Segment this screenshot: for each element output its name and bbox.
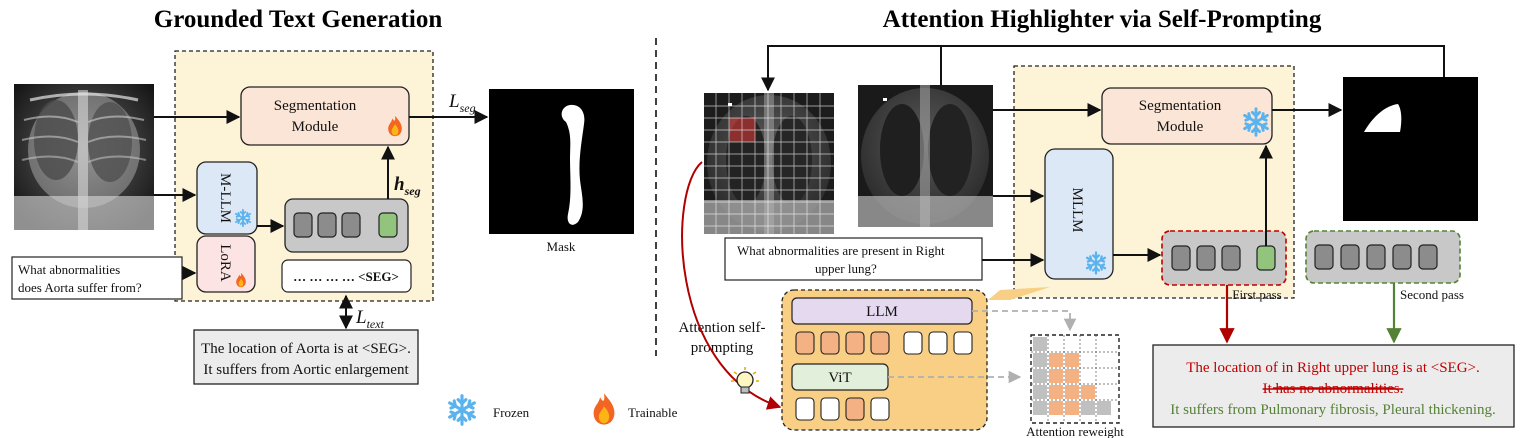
token-gray — [1392, 244, 1412, 270]
second-pass-label: Second pass — [1400, 287, 1464, 302]
token-gray — [1340, 244, 1360, 270]
answer-box-right — [1152, 344, 1515, 428]
first-pass-label: First pass — [1232, 287, 1281, 302]
segmentation-module-right — [1101, 87, 1273, 145]
question-box-right — [724, 237, 983, 281]
legend-trainable-label: Trainable — [628, 405, 678, 420]
segmentation-module-left-line2: Module — [292, 119, 339, 135]
chest-xray-gridded — [704, 93, 834, 234]
h-seg-label: hseg — [394, 174, 421, 198]
mask-output-right — [1343, 77, 1478, 221]
mask-output-left — [489, 89, 634, 234]
token-orange — [820, 331, 840, 355]
token-white — [953, 331, 973, 355]
attention-arrows — [888, 310, 1077, 384]
token-white — [820, 397, 840, 421]
token-gray — [1418, 244, 1438, 270]
mllm-box-right — [1044, 148, 1114, 280]
answer-box-left — [193, 329, 419, 385]
right-arrows — [982, 103, 1343, 267]
token-white — [795, 397, 815, 421]
chest-xray-input-right — [858, 85, 993, 227]
segmentation-module-left — [240, 86, 410, 146]
mllm-box-left — [196, 161, 258, 235]
flame-icon — [593, 393, 615, 425]
mllm-label-left: M-LLM — [217, 173, 233, 223]
answer-right-line2: It has no abnormalities. — [1263, 381, 1404, 397]
attention-reweight-label: Attention reweight — [1026, 424, 1124, 438]
segmentation-module-left-line1: Segmentation — [274, 98, 357, 114]
token-orange — [845, 397, 865, 421]
feedback-loop — [761, 45, 1445, 92]
token-gray — [1196, 245, 1216, 271]
question-right-line2: upper lung? — [815, 261, 877, 276]
attention-callout — [781, 289, 988, 431]
token-orange — [845, 331, 865, 355]
legend-frozen-label: Frozen — [493, 405, 530, 420]
l-text-label: Ltext — [355, 307, 385, 331]
question-right-line1: What abnormalities are present in Right — [737, 243, 945, 258]
token-gray — [1366, 244, 1386, 270]
right-panel-title: Attention Highlighter via Self-Prompting — [883, 6, 1322, 33]
llm-label: LLM — [866, 304, 898, 320]
token-gray — [293, 212, 313, 238]
segmentation-module-right-line2: Module — [1157, 119, 1204, 135]
seg-token-text: … … … … <SEG> — [293, 269, 399, 284]
callout-pointer — [988, 287, 1050, 300]
attention-self-prompting-line2: prompting — [691, 340, 754, 356]
question-left-line1: What abnormalities — [18, 262, 120, 277]
token-white — [870, 397, 890, 421]
question-box-left — [11, 256, 183, 300]
answer-left-line2: It suffers from Aortic enlargement — [203, 362, 409, 378]
answer-right-line1: The location of in Right upper lung is a… — [1186, 360, 1480, 376]
lora-label: LoRA — [217, 244, 233, 282]
segmentation-module-right-line1: Segmentation — [1139, 98, 1222, 114]
token-gray — [1221, 245, 1241, 271]
answer-right-line3: It suffers from Pulmonary fibrosis, Pleu… — [1170, 402, 1496, 418]
token-gray — [317, 212, 337, 238]
token-gray — [341, 212, 361, 238]
question-left-line2: does Aorta suffer from? — [18, 280, 142, 295]
mask-label: Mask — [547, 239, 576, 254]
chest-xray-input-left — [14, 84, 154, 230]
token-seg-green — [378, 212, 398, 238]
token-gray — [1314, 244, 1334, 270]
token-gray — [1171, 245, 1191, 271]
attention-reweight-grid — [1030, 334, 1120, 424]
token-orange — [795, 331, 815, 355]
token-seg-green — [1256, 245, 1276, 271]
left-panel-title: Grounded Text Generation — [154, 6, 443, 33]
attention-self-prompting-line1: Attention self- — [678, 320, 765, 336]
mllm-label-right: MLLM — [1069, 188, 1085, 233]
l-seg-label: Lseg — [448, 91, 476, 115]
lightbulb-icon — [731, 367, 759, 394]
answer-left-line1: The location of Aorta is at <SEG>. — [201, 341, 411, 357]
token-white — [928, 331, 948, 355]
vit-label: ViT — [828, 370, 851, 386]
seg-token-sequence — [281, 259, 412, 293]
snowflake-icon — [448, 394, 476, 426]
token-white — [903, 331, 923, 355]
token-orange — [870, 331, 890, 355]
left-arrows — [154, 110, 489, 330]
